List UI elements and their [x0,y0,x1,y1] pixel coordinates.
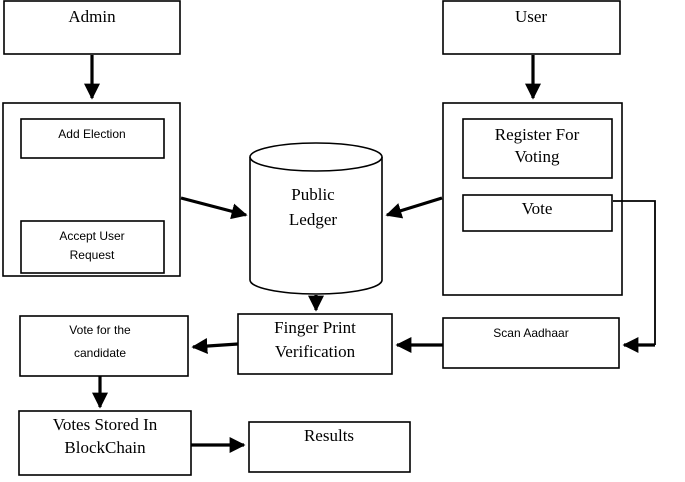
accept-user-request-box [20,220,165,274]
arrow-fingerprint-to-vote-candidate [191,338,239,355]
admin-box [3,0,181,55]
add-election-box [20,118,165,159]
user-box [442,0,621,55]
vote-box [462,194,613,232]
add-election-label: Add Election [58,127,125,141]
arrow-user-panel-to-ledger [385,196,443,219]
votes-stored-blockchain-box [18,410,192,476]
finger-print-verification-box [237,313,393,375]
arrow-vote-to-scan-aadhaar [613,200,656,345]
vote-for-candidate-label-1: Vote for the [69,323,131,337]
votes-stored-blockchain-label-2: BlockChain [64,438,146,457]
admin-label: Admin [68,7,116,26]
accept-user-request-label-1: Accept User [59,229,124,243]
arrow-admin-panel-to-ledger [180,196,248,220]
results-label: Results [304,426,354,445]
vote-label: Vote [522,199,553,218]
results-box [248,421,411,473]
scan-aadhaar-box [442,317,620,369]
vote-for-candidate-box [19,315,189,377]
public-ledger-label-2: Ledger [289,210,337,229]
scan-aadhaar-label: Scan Aadhaar [493,326,568,340]
register-for-voting-label-1: Register For [495,125,580,144]
votes-stored-blockchain-label-1: Votes Stored In [53,415,158,434]
public-ledger-label-1: Public [291,185,335,204]
accept-user-request-label-2: Request [70,248,115,262]
finger-print-verification-label-2: Verification [275,342,356,361]
user-label: User [515,7,547,26]
register-for-voting-box [462,118,613,179]
public-ledger-database [249,142,383,295]
register-for-voting-label-2: Voting [514,147,560,166]
vote-for-candidate-label-2: candidate [74,346,126,360]
finger-print-verification-label-1: Finger Print [274,318,356,337]
